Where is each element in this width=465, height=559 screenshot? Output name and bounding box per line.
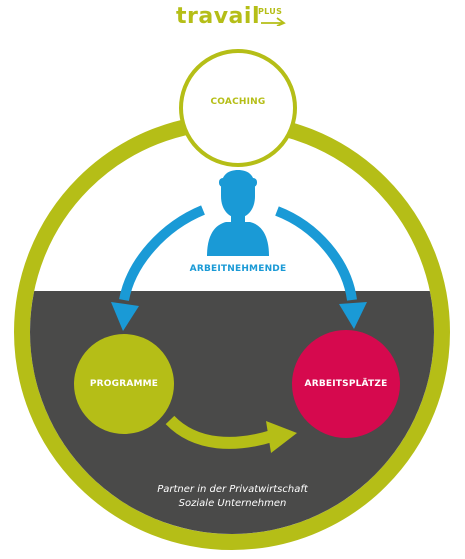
arrow-to-arbeitsplaetze (275, 206, 357, 301)
arrow-programme-to-arbeitsplaetze-head (266, 421, 297, 453)
arbeitnehmende-label: ARBEITNEHMENDE (189, 264, 287, 274)
arrow-to-programme-head (111, 302, 139, 331)
arrow-to-programme (119, 205, 205, 302)
partners-text: Partner in der Privatwirtschaft Soziale … (0, 483, 465, 511)
arrow-programme-to-arbeitsplaetze (165, 415, 274, 449)
logo-arrow-icon (261, 17, 286, 26)
logo-word: travail (176, 4, 260, 29)
arrow-to-arbeitsplaetze-head (339, 302, 367, 329)
dark-panel (30, 291, 434, 534)
logo-superscript: PLUS (258, 7, 283, 16)
programme-label: PROGRAMME (89, 379, 159, 389)
person-icon (207, 170, 269, 256)
arbeitsplaetze-circle (292, 330, 400, 438)
partners-line-1: Partner in der Privatwirtschaft (157, 484, 308, 495)
partners-line-2: Soziale Unternehmen (178, 498, 287, 509)
programme-circle (74, 334, 174, 434)
arbeitsplaetze-label: ARBEITSPLÄTZE (304, 379, 388, 389)
coaching-circle (179, 49, 297, 167)
coaching-label: COACHING (210, 97, 266, 107)
